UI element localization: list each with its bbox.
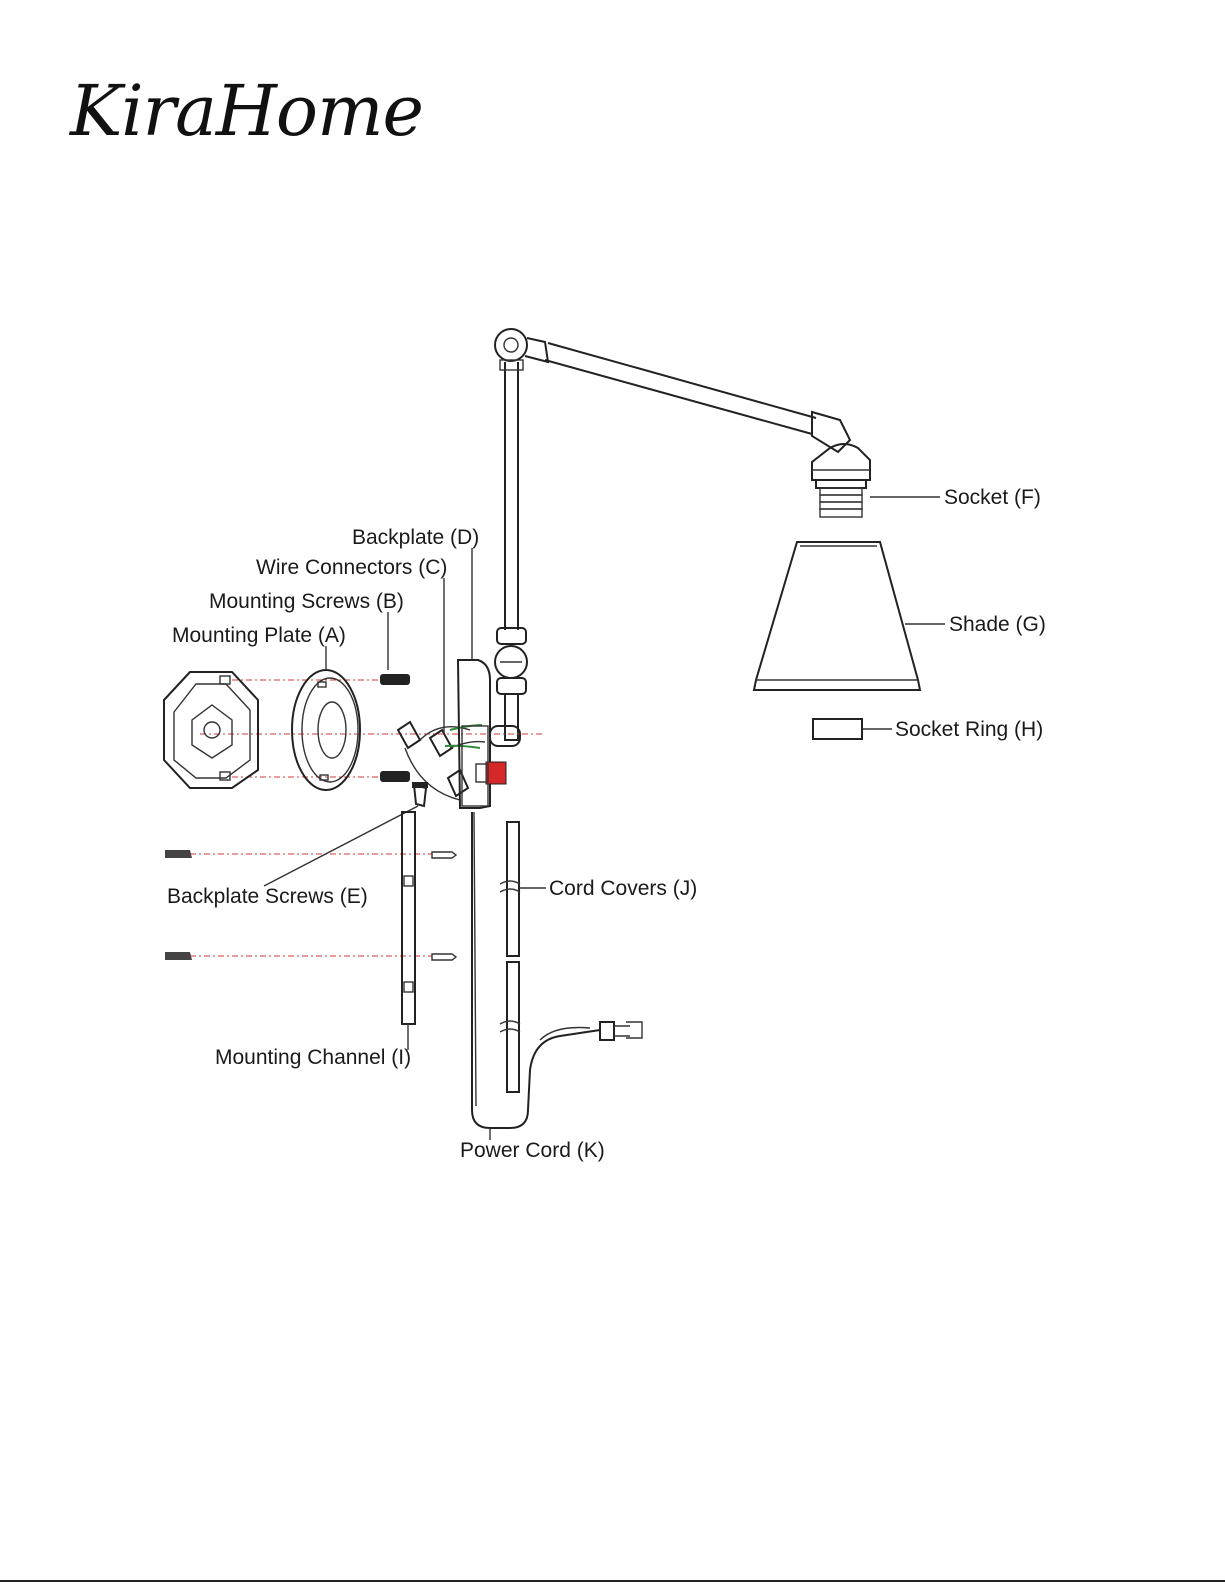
cord-covers: [500, 822, 520, 1092]
backplate-screws-leader-line: [264, 806, 418, 886]
alignment-guides: [190, 680, 545, 956]
label-socket: Socket (F): [944, 486, 1041, 509]
backplate-screw: [412, 782, 428, 806]
label-shade: Shade (G): [949, 613, 1046, 636]
label-mounting-plate: Mounting Plate (A): [172, 624, 346, 647]
lamp-arm: [490, 329, 850, 746]
socket-ring: [813, 719, 862, 739]
label-cord-covers: Cord Covers (J): [549, 877, 697, 900]
mounting-channel: [402, 812, 415, 1024]
mounting-plate: [292, 670, 360, 790]
label-backplate-screws: Backplate Screws (E): [167, 885, 368, 908]
socket: [812, 444, 870, 517]
label-mounting-channel: Mounting Channel (I): [215, 1046, 411, 1069]
junction-box: [164, 672, 258, 788]
power-cord: [472, 812, 642, 1128]
label-backplate: Backplate (D): [352, 526, 479, 549]
label-socket-ring: Socket Ring (H): [895, 718, 1043, 741]
label-mounting-screws: Mounting Screws (B): [209, 590, 404, 613]
mounting-screws: [380, 674, 410, 782]
shade: [754, 542, 920, 690]
label-wire-connectors: Wire Connectors (C): [256, 556, 447, 579]
bottom-rule: [0, 1580, 1225, 1582]
label-power-cord: Power Cord (K): [460, 1139, 605, 1162]
